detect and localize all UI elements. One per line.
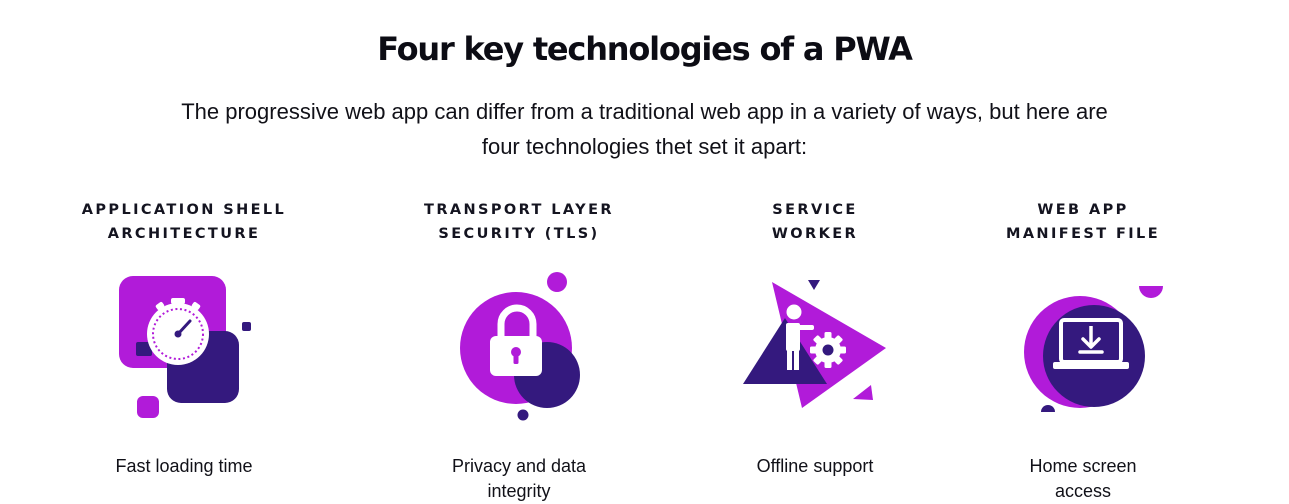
card-heading-line: TRANSPORT LAYER bbox=[424, 202, 614, 218]
card-caption-line: Home screen bbox=[1029, 456, 1137, 476]
service-worker-illustration bbox=[695, 266, 935, 426]
page-title: Four key technologies of a PWA bbox=[377, 30, 913, 69]
worker-gear-icon bbox=[743, 280, 886, 408]
card-heading-line: WORKER bbox=[771, 226, 859, 242]
laptop-download-icon bbox=[1024, 286, 1163, 412]
technology-card-tls: TRANSPORT LAYER SECURITY (TLS) Privacy a… bbox=[399, 198, 639, 501]
card-heading: WEB APP MANIFEST FILE bbox=[963, 198, 1203, 248]
manifest-illustration bbox=[963, 266, 1203, 426]
stopwatch-icon bbox=[119, 276, 251, 418]
card-heading: TRANSPORT LAYER SECURITY (TLS) bbox=[399, 198, 639, 248]
card-caption: Home screen access bbox=[963, 454, 1203, 504]
card-heading-line: SECURITY (TLS) bbox=[438, 226, 600, 242]
card-caption: Privacy and data integrity bbox=[399, 454, 639, 504]
page-subtitle: The progressive web app can differ from … bbox=[181, 99, 1108, 159]
technology-card-manifest: WEB APP MANIFEST FILE Home screen access bbox=[963, 198, 1203, 501]
card-heading-line: SERVICE bbox=[772, 202, 858, 218]
card-heading-line: MANIFEST FILE bbox=[1005, 226, 1161, 242]
padlock-illustration bbox=[399, 266, 639, 426]
technology-card-service-worker: SERVICE WORKER bbox=[695, 198, 935, 476]
card-heading-line: ARCHITECTURE bbox=[107, 226, 261, 242]
card-caption-line: Fast loading time bbox=[115, 456, 253, 476]
card-caption-line: Offline support bbox=[756, 456, 874, 476]
padlock-icon bbox=[460, 272, 580, 421]
card-caption: Fast loading time bbox=[64, 454, 304, 479]
stopwatch-illustration bbox=[64, 266, 304, 426]
card-heading-line: APPLICATION SHELL bbox=[81, 202, 287, 218]
card-caption: Offline support bbox=[695, 454, 935, 479]
card-caption-line: integrity bbox=[487, 481, 551, 501]
card-heading: APPLICATION SHELL ARCHITECTURE bbox=[64, 198, 304, 248]
card-heading: SERVICE WORKER bbox=[695, 198, 935, 248]
card-heading-line: WEB APP bbox=[1037, 202, 1129, 218]
card-caption-line: access bbox=[1054, 481, 1112, 501]
technology-card-app-shell: APPLICATION SHELL ARCHITECTURE Fast load… bbox=[64, 198, 304, 476]
card-caption-line: Privacy and data bbox=[451, 456, 587, 476]
